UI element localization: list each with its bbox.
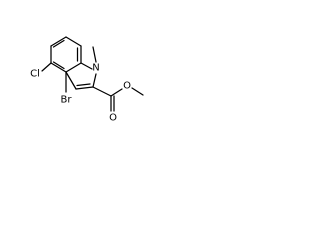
atom-o-carbonyl: O	[109, 113, 117, 124]
bond-c6-c7-inner	[52, 39, 65, 48]
bond-carbonyl-oester	[110, 88, 123, 97]
atom-n1: N	[92, 63, 99, 74]
bond-c2-c3	[75, 86, 94, 90]
bond-c3a-n1	[80, 62, 93, 70]
bond-c3-c3a	[65, 71, 77, 90]
bond-c2-carbonyl	[92, 86, 112, 97]
atom-cl: Cl	[30, 69, 40, 80]
bond-c3a-c4	[65, 62, 82, 73]
bond-n1-methyl	[92, 46, 97, 63]
atom-br: Br	[61, 95, 73, 106]
bond-c7a-c3a	[50, 62, 67, 73]
bond-c5-cl	[41, 62, 52, 72]
structure-canvas: N O O Br Cl	[0, 0, 152, 152]
molecule-structure: N O O Br Cl	[30, 36, 144, 124]
bond-c5-c6	[65, 36, 82, 47]
bond-c7a-c3a-inner	[52, 61, 65, 70]
bond-oester-methyl	[131, 87, 144, 96]
bond-n1-c2	[92, 73, 97, 88]
bond-c2-c3-inner	[76, 83, 91, 87]
atom-o-ester: O	[123, 81, 131, 92]
bond-c6-c7	[50, 36, 67, 47]
